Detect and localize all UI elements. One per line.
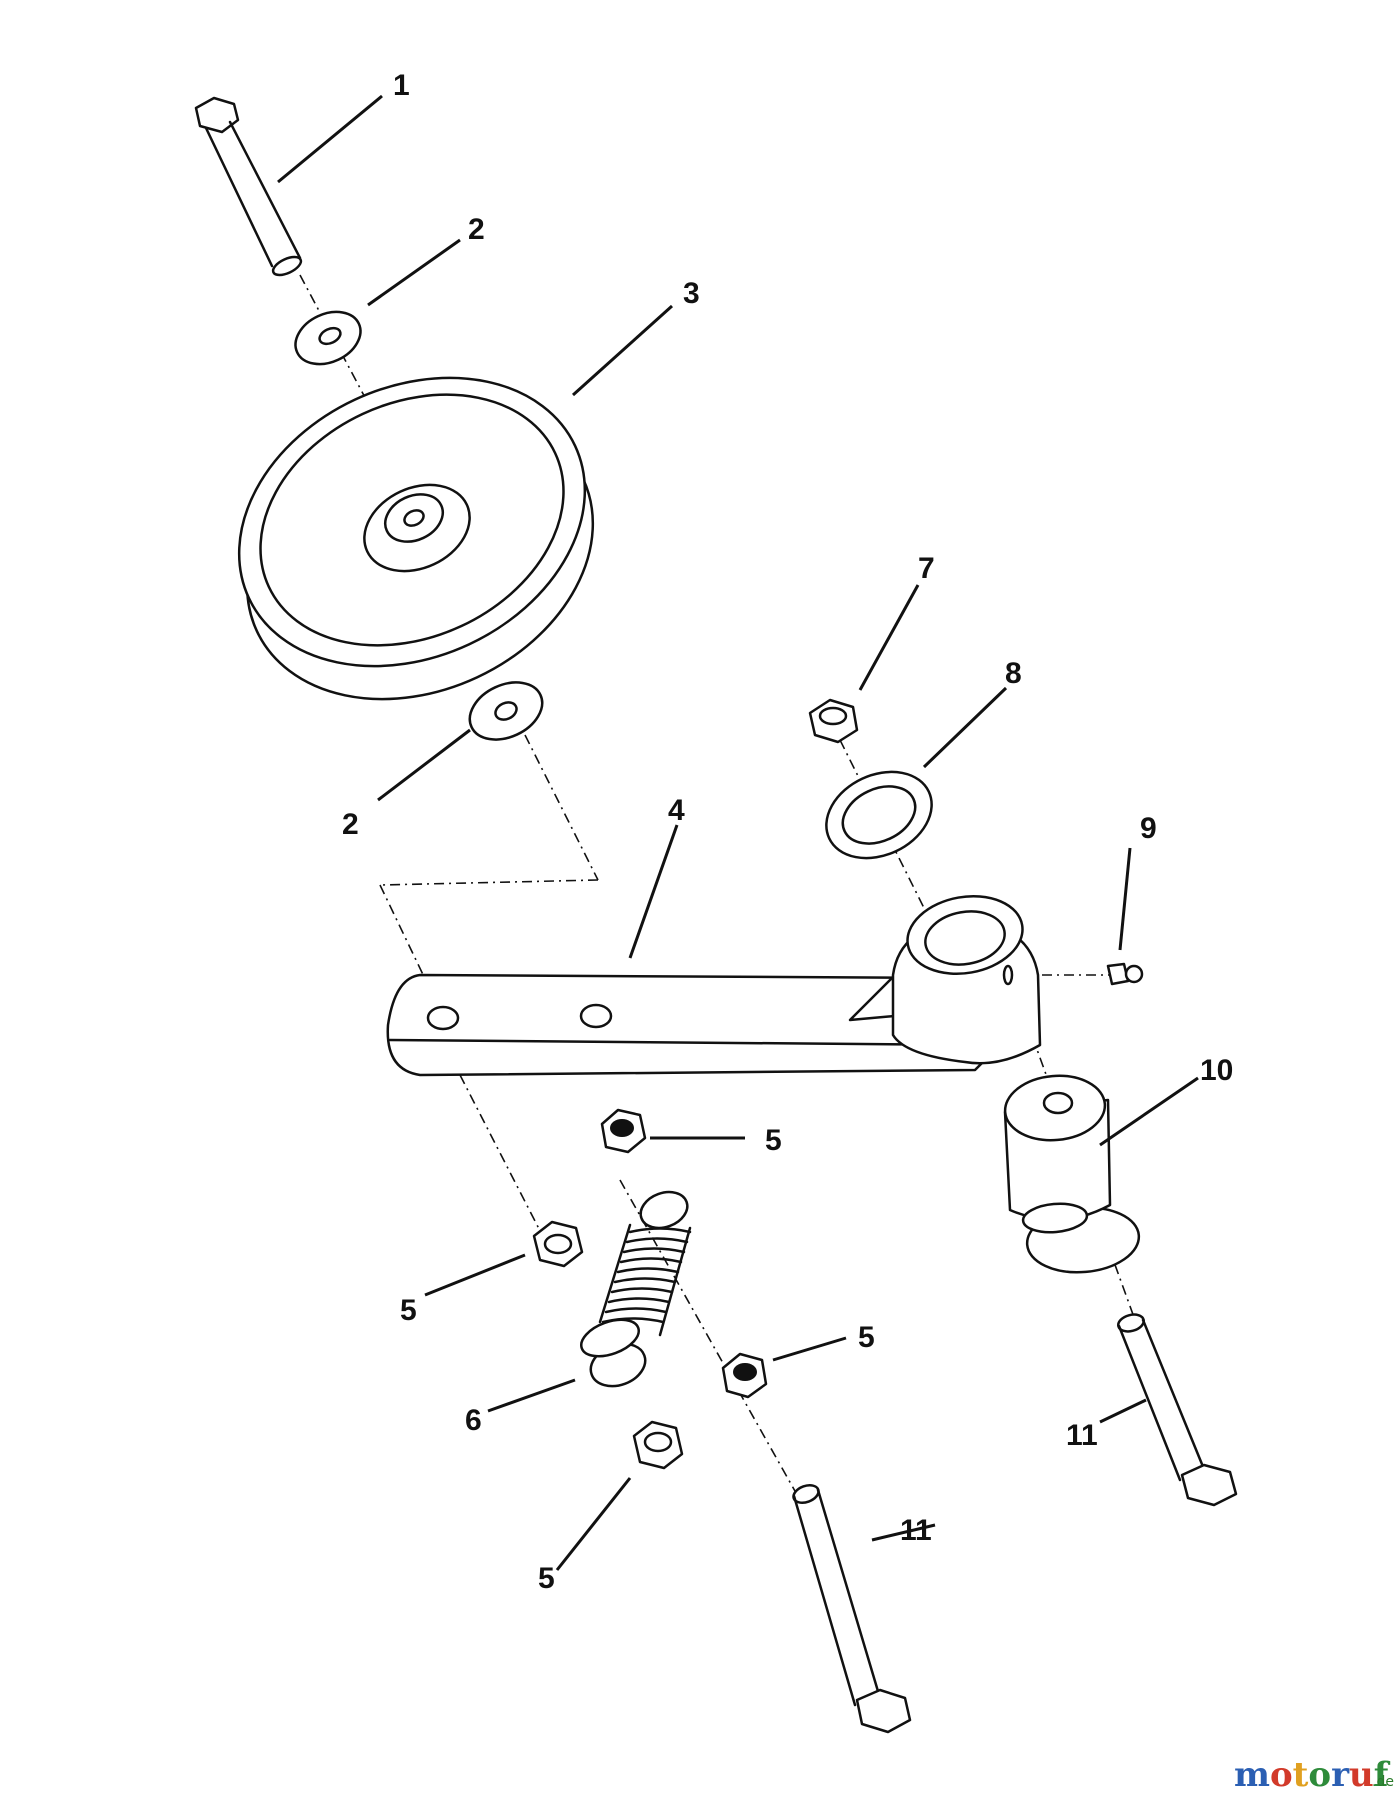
- callout-5-c: 5: [858, 1321, 875, 1354]
- callout-11-left: 11: [900, 1514, 932, 1547]
- callout-9: 9: [1140, 812, 1157, 845]
- spring-part-6: [580, 1190, 692, 1388]
- washer-part-2-upper: [294, 310, 362, 366]
- bolt-part-1: [194, 96, 303, 277]
- callout-2-lower: 2: [342, 808, 359, 841]
- svg-text:.de: .de: [1372, 1774, 1394, 1790]
- callout-3: 3: [683, 277, 700, 310]
- leader-lines: [277, 94, 1199, 1571]
- idler-arm-part-4: [386, 894, 1042, 1077]
- callout-5-a: 5: [765, 1124, 782, 1157]
- lock-nut-part-5-b: [532, 1220, 584, 1268]
- grease-fitting-part-9: [1106, 962, 1144, 986]
- callout-10: 10: [1200, 1054, 1233, 1087]
- bolt-part-11-left: [792, 1484, 912, 1734]
- nut-part-7: [808, 698, 859, 744]
- svg-text:motoruf: motoruf: [1234, 1755, 1391, 1795]
- callout-5-d: 5: [538, 1562, 555, 1595]
- callout-1: 1: [393, 69, 410, 102]
- callout-7: 7: [918, 552, 935, 585]
- callout-4: 4: [668, 794, 685, 827]
- washer-part-8: [825, 770, 933, 860]
- callout-11-right: 11: [1066, 1419, 1098, 1452]
- callout-8: 8: [1005, 657, 1022, 690]
- lock-nut-part-5-d: [632, 1420, 684, 1470]
- bolt-part-11-right: [1117, 1313, 1238, 1507]
- callout-5-b: 5: [400, 1294, 417, 1327]
- callout-2-upper: 2: [468, 213, 485, 246]
- lock-nut-part-5-a: [600, 1108, 647, 1154]
- callout-labels: 1 2 3 2 4 7 8 9 10 5 5 5 6 5 11 11: [342, 69, 1233, 1595]
- bushing-part-10: [1003, 1074, 1141, 1274]
- pulley-part-3: [237, 376, 595, 701]
- washer-part-2-lower: [468, 681, 544, 741]
- lock-nut-part-5-c: [721, 1352, 768, 1399]
- motoruf-watermark-logo: motoruf .de: [1234, 1755, 1394, 1795]
- callout-6: 6: [465, 1404, 482, 1437]
